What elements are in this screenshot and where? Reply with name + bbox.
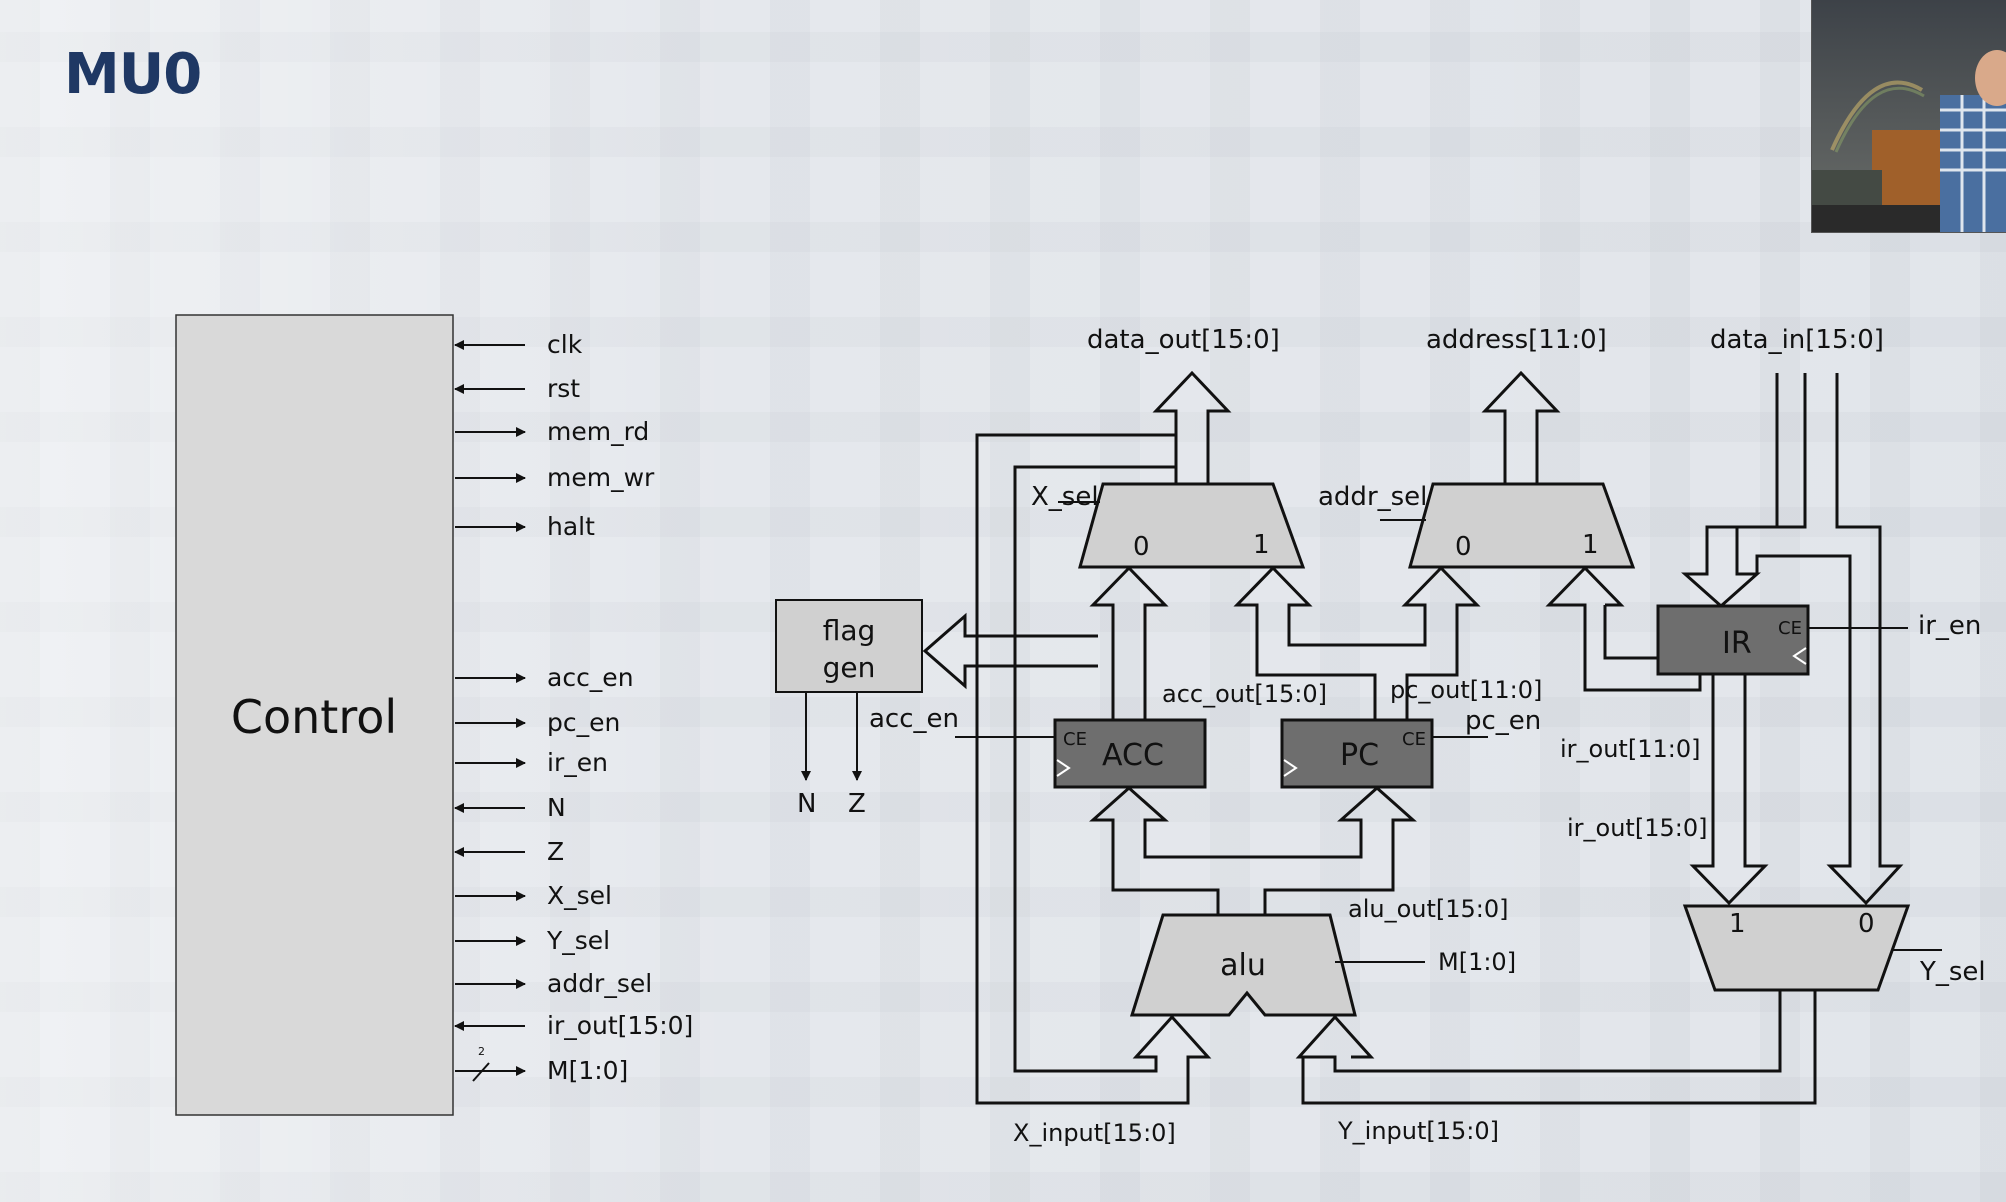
control-signal-label: Z (547, 837, 564, 866)
data-out-arrow (1152, 370, 1232, 484)
acc-ce-label: CE (1063, 729, 1087, 750)
flag-gen-line1: flag (823, 614, 876, 647)
control-signal-label: ir_en (547, 748, 608, 777)
control-signal-label: N (547, 793, 566, 822)
address-label: address[11:0] (1426, 325, 1607, 355)
addr-mux (1408, 482, 1636, 569)
alu-m-label: M[1:0] (1438, 948, 1516, 976)
alu-out-label: alu_out[15:0] (1348, 895, 1509, 923)
data-in-label: data_in[15:0] (1710, 325, 1884, 355)
y-mux-in1: 1 (1729, 909, 1746, 939)
acc-label: ACC (1102, 738, 1164, 773)
data-out-label: data_out[15:0] (1087, 325, 1280, 355)
pc-ce-label: CE (1402, 729, 1426, 750)
control-signal-label: M[1:0] (547, 1056, 628, 1085)
pc-to-muxes (1233, 565, 1481, 720)
data-in-bus (1681, 373, 1779, 609)
control-signal-label: mem_wr (547, 463, 655, 492)
flag-gen-block (775, 599, 923, 693)
control-signal-label: clk (547, 330, 583, 359)
x-input-label: X_input[15:0] (1013, 1119, 1176, 1147)
addr-sel-label: addr_sel (1318, 482, 1427, 512)
pc-out-label: pc_out[11:0] (1390, 676, 1542, 704)
control-signal-label: acc_en (547, 663, 634, 692)
acc-out-label: acc_out[15:0] (1162, 680, 1327, 708)
x-mux-in0: 0 (1133, 532, 1150, 562)
y-input-label: Y_input[15:0] (1337, 1117, 1499, 1145)
flag-gen-line2: gen (823, 651, 876, 684)
slide-title: MU0 (64, 42, 202, 107)
acc-to-xmux (1089, 565, 1169, 720)
alu-block (1129, 913, 1357, 1017)
acc-register (1053, 718, 1207, 789)
bus-width-label: 2 (478, 1045, 485, 1058)
control-signal-label: pc_en (547, 708, 620, 737)
y-sel-label: Y_sel (1919, 957, 1986, 987)
alu-out-bus (1089, 785, 1417, 915)
pc-en-label: pc_en (1465, 706, 1541, 736)
ir-out-11-label: ir_out[11:0] (1560, 735, 1700, 763)
ir-register (1656, 604, 1810, 676)
pc-register (1280, 718, 1434, 789)
acc-en-label: acc_en (869, 704, 959, 734)
y-input-bus (1295, 990, 1782, 1073)
ir-label: IR (1722, 626, 1752, 661)
y-mux-in0: 0 (1858, 909, 1875, 939)
control-signal-label: X_sel (547, 881, 612, 910)
control-signal-label: Y_sel (546, 926, 610, 955)
control-signal-label: addr_sel (547, 969, 652, 998)
bus-width-slash (472, 1062, 490, 1082)
control-signal-label: mem_rd (547, 417, 649, 446)
to-flag-gen (922, 612, 1098, 690)
ir-to-ymux (1689, 675, 1769, 906)
pc-label: PC (1340, 738, 1379, 773)
ir-ce-label: CE (1778, 618, 1802, 639)
y-mux (1682, 904, 1911, 992)
x-input-bus (975, 433, 1212, 1105)
flag-n-label: N (797, 789, 816, 819)
control-block (175, 314, 454, 1116)
control-signal-label: rst (547, 374, 580, 403)
flag-z-label: Z (848, 789, 866, 819)
control-signal-label: ir_out[15:0] (547, 1011, 693, 1040)
ir11-to-addrmux (1565, 603, 1702, 692)
x-mux-in1: 1 (1253, 530, 1270, 560)
ir-en-label: ir_en (1918, 611, 1981, 641)
x-mux (1078, 482, 1306, 569)
ir-out-15-label: ir_out[15:0] (1567, 814, 1707, 842)
data-in-to-ymux (1755, 373, 1904, 906)
alu-label: alu (1220, 948, 1266, 983)
webcam-video (1811, 0, 2006, 233)
addr-mux-in0: 0 (1455, 532, 1472, 562)
datapath-signal-lines (801, 501, 1942, 963)
address-arrow (1481, 370, 1561, 484)
control-signal-label: halt (547, 512, 595, 541)
addr-mux-in1: 1 (1582, 530, 1599, 560)
x-sel-label: X_sel (1031, 482, 1099, 512)
control-label: Control (231, 690, 397, 744)
